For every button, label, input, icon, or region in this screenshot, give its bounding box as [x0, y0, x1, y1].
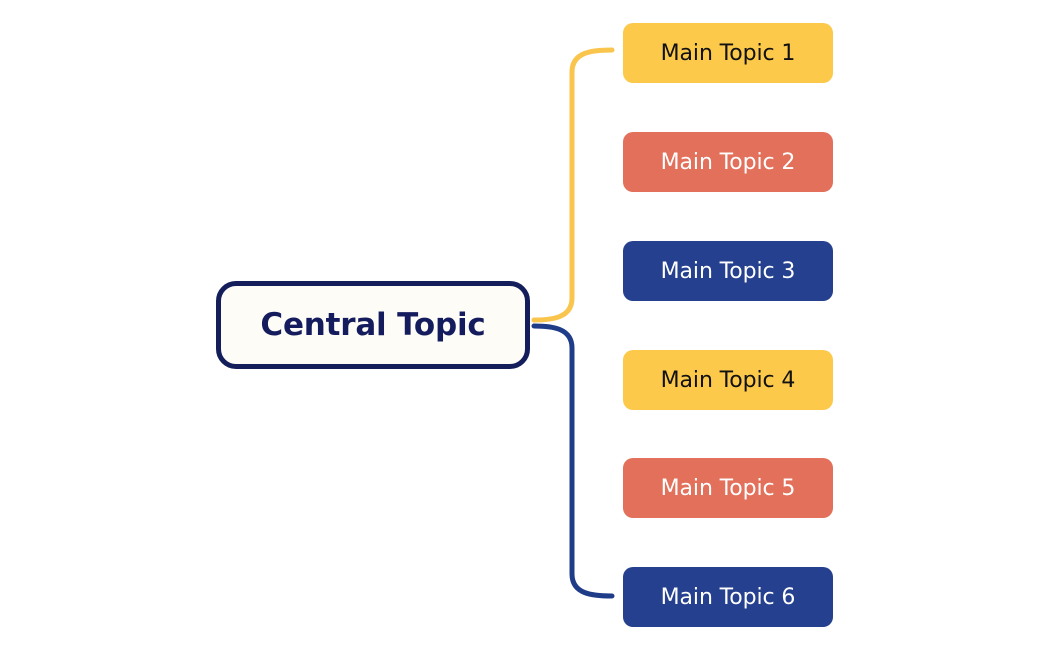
topic-label-3: Main Topic 3 — [660, 258, 796, 284]
central-topic-node[interactable]: Central Topic — [216, 281, 530, 369]
central-topic-label: Central Topic — [260, 307, 486, 343]
topic-node-5[interactable]: Main Topic 5 — [623, 458, 833, 518]
topic-label-5: Main Topic 5 — [660, 475, 796, 501]
topic-label-4: Main Topic 4 — [660, 367, 796, 393]
topic-node-1[interactable]: Main Topic 1 — [623, 23, 833, 83]
connector-upper-branch — [531, 47, 615, 323]
topic-node-2[interactable]: Main Topic 2 — [623, 132, 833, 192]
topic-label-6: Main Topic 6 — [660, 584, 796, 610]
connector-lower-branch — [531, 323, 615, 599]
topic-node-6[interactable]: Main Topic 6 — [623, 567, 833, 627]
topic-label-2: Main Topic 2 — [660, 149, 796, 175]
topic-node-4[interactable]: Main Topic 4 — [623, 350, 833, 410]
topic-node-3[interactable]: Main Topic 3 — [623, 241, 833, 301]
topic-label-1: Main Topic 1 — [660, 40, 796, 66]
